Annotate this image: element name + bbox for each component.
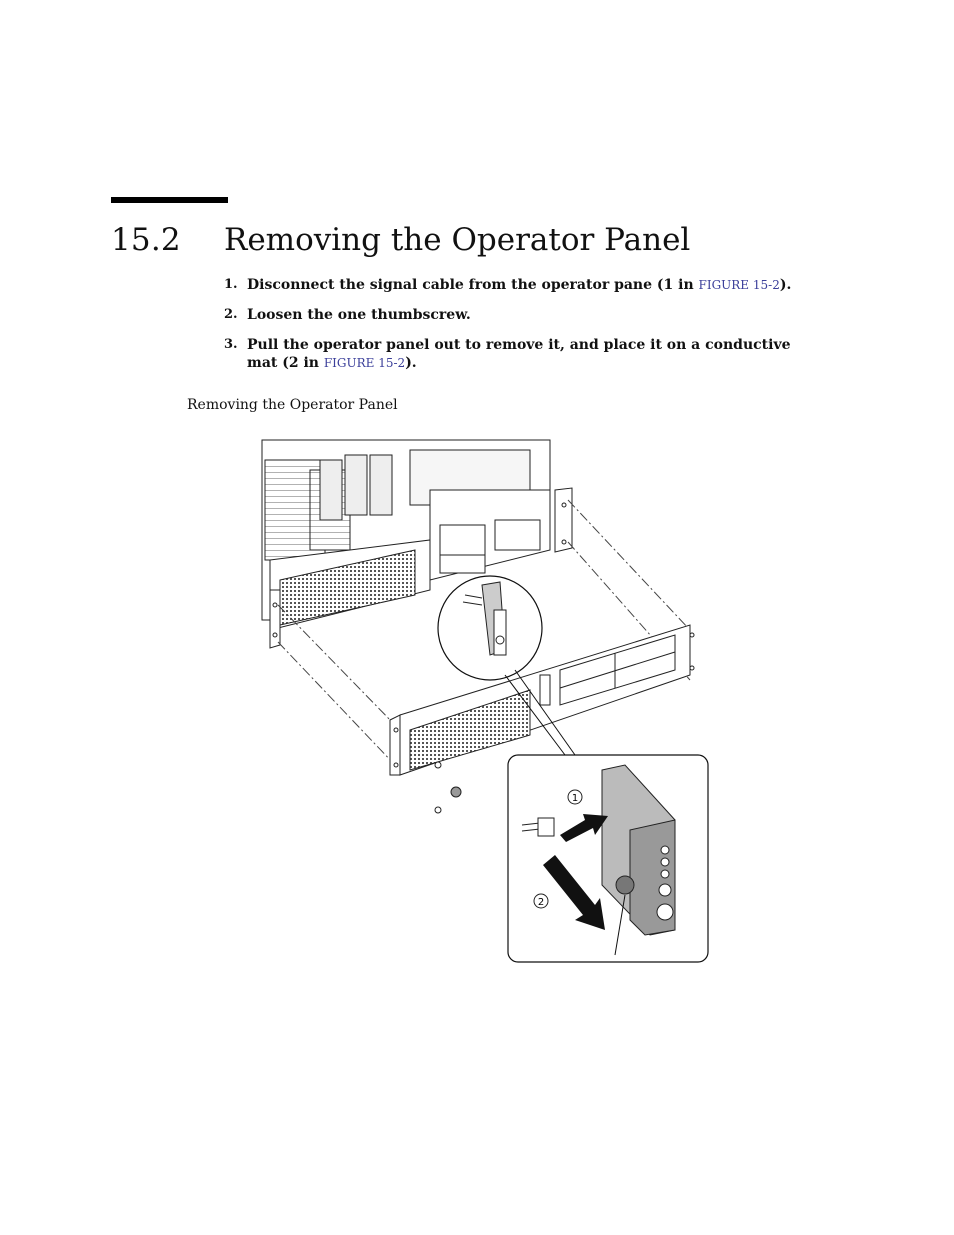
section-number: 15.2 bbox=[111, 222, 181, 258]
step-text: Disconnect the signal cable from the ope… bbox=[247, 277, 699, 293]
step-number: 3. bbox=[224, 337, 238, 352]
step-2: 2. Loosen the one thumbscrew. bbox=[224, 306, 804, 324]
step-number: 1. bbox=[224, 277, 238, 292]
detail-box: 1 2 bbox=[507, 754, 709, 963]
figure-caption: Removing the Operator Panel bbox=[187, 397, 398, 413]
callout-circle-2 bbox=[533, 893, 549, 909]
server-chassis bbox=[261, 439, 573, 649]
section-rule bbox=[111, 197, 228, 203]
disconnect-arrow bbox=[560, 814, 608, 842]
step-number: 2. bbox=[224, 307, 238, 322]
cable-connector bbox=[521, 817, 555, 837]
figure-link[interactable]: FIGURE 15-2 bbox=[698, 278, 780, 292]
detail-circle bbox=[437, 575, 576, 756]
step-text: Pull the operator panel out to remove it… bbox=[247, 337, 791, 371]
figure-illustration: 1 2 bbox=[261, 439, 752, 963]
step-1: 1. Disconnect the signal cable from the … bbox=[224, 276, 804, 294]
callout-2: 2 bbox=[538, 897, 544, 908]
step-text: Loosen the one thumbscrew. bbox=[247, 307, 471, 323]
section-title: Removing the Operator Panel bbox=[224, 222, 691, 258]
operator-panel-figure: 1 2 bbox=[250, 430, 752, 974]
figure-link[interactable]: FIGURE 15-2 bbox=[323, 356, 406, 370]
front-bezel bbox=[389, 624, 695, 776]
step-text-end: ). bbox=[405, 355, 417, 371]
pull-arrow bbox=[543, 855, 605, 930]
callout-1: 1 bbox=[572, 793, 578, 804]
procedure-steps: 1. Disconnect the signal cable from the … bbox=[224, 276, 804, 384]
step-text-end: ). bbox=[779, 277, 792, 293]
step-3: 3. Pull the operator panel out to remove… bbox=[224, 336, 804, 372]
callout-circle-1 bbox=[567, 789, 583, 805]
